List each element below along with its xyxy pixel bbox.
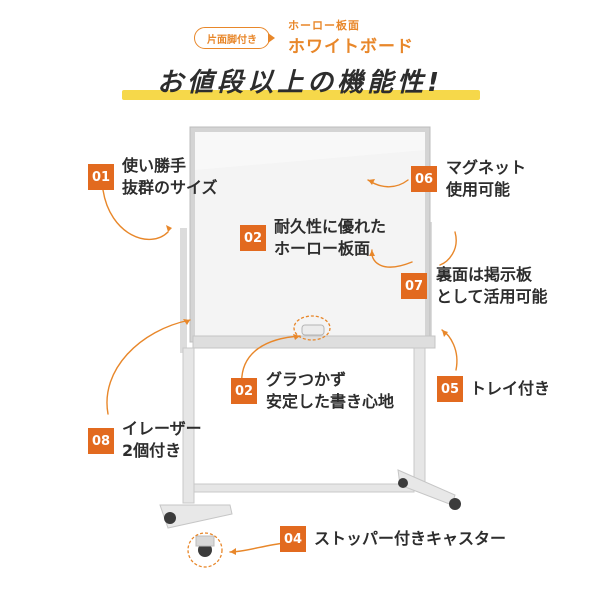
feature-01-label: 使い勝手 抜群のサイズ: [122, 155, 218, 199]
feature-07-line2: として活用可能: [436, 287, 548, 306]
right-back-caster: [398, 478, 408, 488]
feature-05-badge: 05: [437, 376, 463, 402]
left-leg: [182, 347, 195, 504]
feature-01-badge: 01: [88, 164, 114, 190]
product-subtitle: ホーロー板面: [288, 19, 360, 32]
feature-02b-line1: グラつかず: [266, 370, 347, 389]
rear-left-post: [180, 228, 187, 353]
feature-06-badge: 06: [411, 166, 437, 192]
feature-01-line2: 抜群のサイズ: [122, 178, 218, 197]
arrow-07b: [439, 231, 457, 266]
crossbar: [193, 483, 415, 493]
arrow-08: [106, 319, 191, 415]
feature-07-line1: 裏面は掲示板: [436, 265, 533, 284]
arrow-01: [102, 189, 169, 241]
feature-04-badge: 04: [280, 526, 306, 552]
arrow-04: [229, 542, 286, 553]
product-title: ホワイトボード: [288, 37, 414, 57]
caster-callout-circle: [187, 532, 223, 568]
feature-02-label: 耐久性に優れた ホーロー板面: [274, 216, 386, 260]
pill-arrow-icon: [268, 33, 275, 43]
feature-06-label: マグネット 使用可能: [446, 157, 526, 201]
feature-02-badge: 02: [240, 225, 266, 251]
right-foot: [397, 469, 456, 506]
feature-08-line1: イレーザー: [122, 419, 202, 438]
tray: [192, 335, 436, 349]
feature-02b-label: グラつかず 安定した書き心地: [266, 369, 394, 413]
feature-06-line1: マグネット: [446, 158, 527, 177]
eraser: [301, 324, 325, 336]
right-leg: [413, 347, 426, 489]
pill-text: 片面脚付き: [207, 34, 257, 46]
feature-04-label: ストッパー付きキャスター: [314, 529, 507, 548]
feature-02b-badge: 02: [231, 378, 257, 404]
feature-08-label: イレーザー 2個付き: [122, 418, 202, 462]
feature-07-label: 裏面は掲示板 として活用可能: [436, 264, 548, 308]
feature-02b-line2: 安定した書き心地: [266, 392, 395, 411]
feature-06-line2: 使用可能: [446, 180, 511, 199]
feature-08-line2: 2個付き: [122, 441, 182, 460]
feature-05-label: トレイ付き: [470, 379, 551, 398]
headline: お値段以上の機能性!: [157, 68, 443, 98]
right-front-caster: [449, 498, 461, 510]
arrow-02b: [241, 335, 301, 389]
feature-08-badge: 08: [88, 428, 114, 454]
tray-callout-circle: [293, 315, 331, 341]
headline-highlight: [122, 90, 480, 100]
feature-02-line2: ホーロー板面: [274, 239, 371, 258]
feature-01-line1: 使い勝手: [122, 156, 187, 175]
left-caster: [164, 512, 176, 524]
feature-07-badge: 07: [401, 273, 427, 299]
feature-02-line1: 耐久性に優れた: [274, 217, 387, 236]
